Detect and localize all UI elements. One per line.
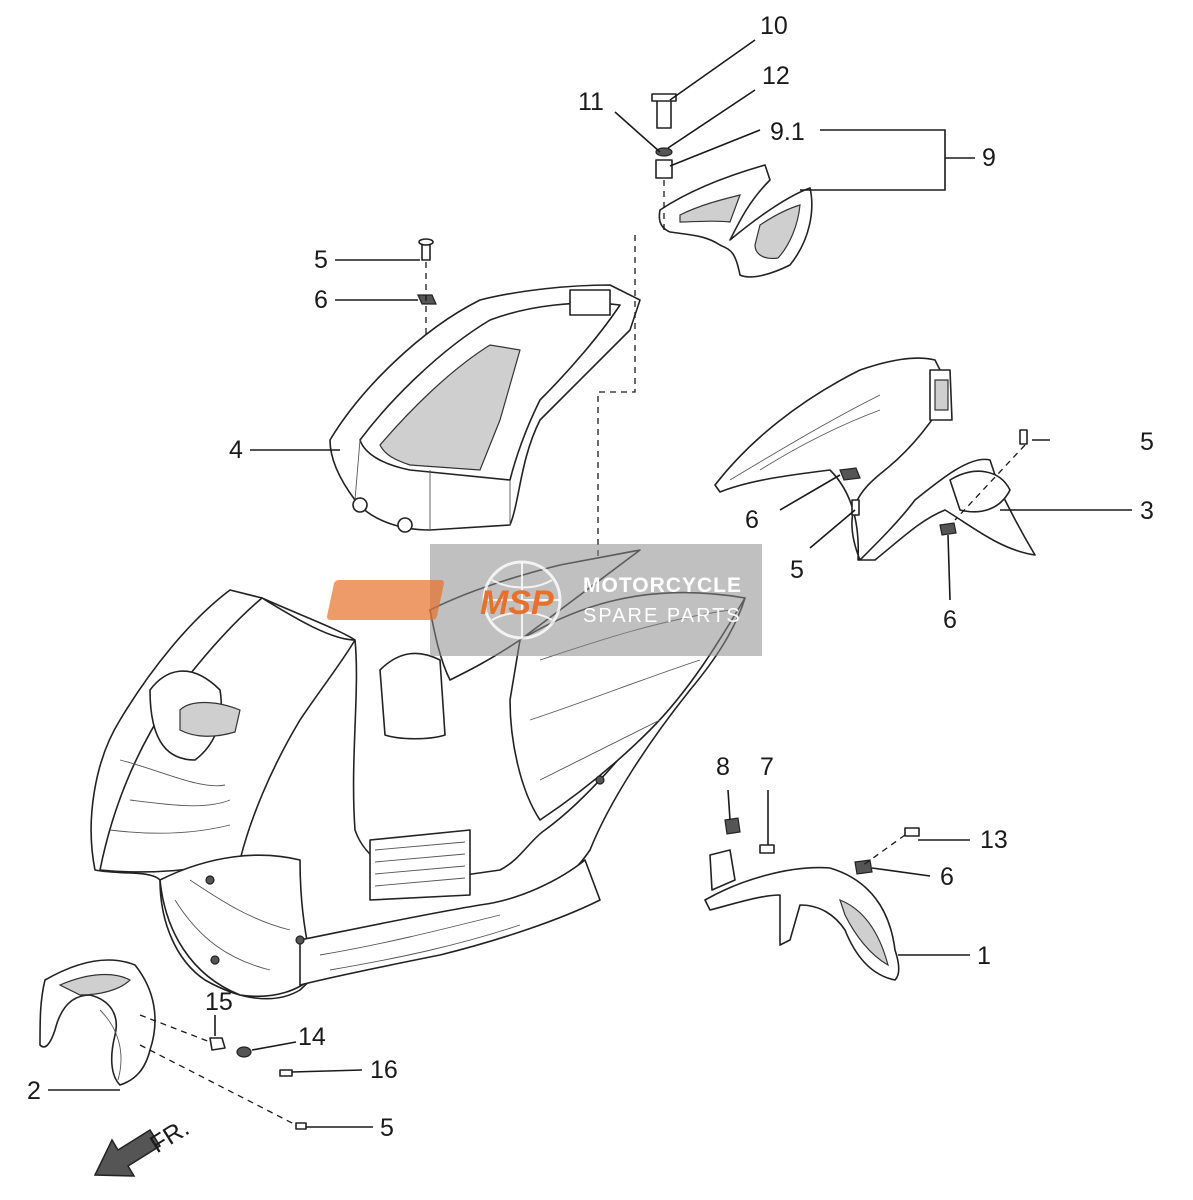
storage-compartment xyxy=(329,284,641,533)
callout-3: 3 xyxy=(1140,497,1154,525)
callout-5-rear-right: 5 xyxy=(1140,428,1154,456)
callout-12: 12 xyxy=(762,62,790,90)
watermark-line2: SPARE PARTS xyxy=(583,605,742,627)
callout-labels: 10 12 11 9.1 9 5 6 4 5 3 6 5 6 8 7 13 6 … xyxy=(27,12,1154,1142)
watermark-line1: MOTORCYCLE xyxy=(583,574,742,597)
callout-5-front: 5 xyxy=(380,1114,394,1142)
callout-5-rear-left: 5 xyxy=(790,556,804,584)
callout-9: 9 xyxy=(982,144,996,172)
grab-handle xyxy=(658,164,813,278)
callout-10: 10 xyxy=(760,12,788,40)
front-label: FR. xyxy=(145,1114,194,1159)
callout-9-1: 9.1 xyxy=(770,118,805,146)
front-arrow-icon xyxy=(93,1128,162,1177)
front-direction-indicator: FR. xyxy=(93,1114,194,1177)
callout-4: 4 xyxy=(229,436,243,464)
callout-7: 7 xyxy=(760,753,774,781)
callout-6-mudguard: 6 xyxy=(940,863,954,891)
front-mudguard xyxy=(39,959,156,1086)
callout-6-rear-left: 6 xyxy=(745,506,759,534)
callout-8: 8 xyxy=(716,753,730,781)
rear-fairing xyxy=(714,357,1036,561)
watermark: MSP MOTORCYCLE SPARE PARTS xyxy=(326,544,762,656)
callout-13: 13 xyxy=(980,826,1008,854)
callout-6-compartment: 6 xyxy=(314,286,328,314)
watermark-logo: MSP xyxy=(480,584,554,622)
rear-mudguard xyxy=(704,849,900,981)
assembly-lines xyxy=(139,180,1026,1126)
callout-15: 15 xyxy=(205,988,233,1016)
callout-14: 14 xyxy=(298,1023,326,1051)
callout-16: 16 xyxy=(370,1056,398,1084)
callout-6-rear-bottom: 6 xyxy=(943,606,957,634)
callout-2: 2 xyxy=(27,1077,41,1105)
hardware xyxy=(209,93,1028,1130)
callout-5-compartment: 5 xyxy=(314,246,328,274)
callout-1: 1 xyxy=(977,942,991,970)
leader-lines xyxy=(48,39,1132,1128)
callout-11: 11 xyxy=(578,88,604,116)
